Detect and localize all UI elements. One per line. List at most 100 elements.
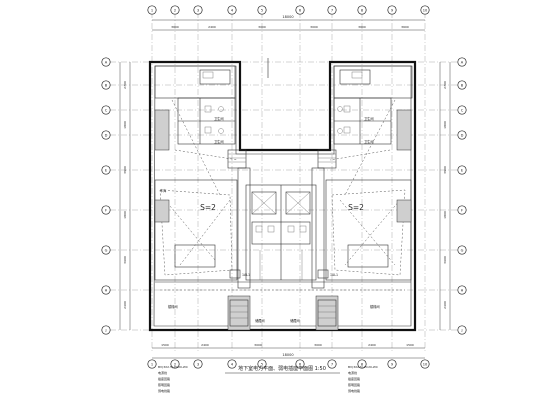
room-label-stair-right: 楼梯间 [370,304,380,309]
svg-text:D: D [105,133,108,137]
svg-text:G: G [105,248,108,252]
top-dim-seg-6: 3600 [401,25,409,29]
svg-text:H: H [105,288,108,292]
axis-bubble-left: F [101,205,111,215]
note-left-5: 弱电线路 [158,388,170,393]
axis-bubble-left: E [101,165,111,175]
right-dim-seg-1: 2700 [443,81,447,89]
svg-text:3: 3 [197,362,199,366]
svg-text:B: B [105,83,108,87]
note-right-2: 电源线 [348,370,357,375]
svg-text:6: 6 [299,362,302,366]
right-dim-seg-5: 3600 [443,256,447,264]
axis-bubble-left: G [101,245,111,255]
bottom-dim-seg-4: 3000 [314,343,322,347]
note-left-3: 插座回路 [158,376,170,381]
left-dim-seg-4: 1800 [123,211,127,219]
svg-text:9: 9 [391,8,394,12]
svg-text:10: 10 [423,362,428,366]
svg-text:B: B [461,83,464,87]
note-left-2: 电源线 [158,370,167,375]
right-dim-seg-6: 2400 [443,301,447,309]
right-dim-seg-3: 3900 [443,166,447,174]
right-dim-seg-4: 1800 [443,211,447,219]
axis-bubble-bottom: 9 [387,359,397,369]
axis-bubble-right: D [457,130,467,140]
axis-bubble-top: 1 [147,5,157,15]
bottom-dim-seg-3: 3000 [254,343,262,347]
entrance-steps [227,58,337,169]
bottom-dim-seg-5: 2400 [368,343,376,347]
svg-text:2: 2 [174,8,176,12]
axis-bubbles-right: A B C D E F G H J [457,57,467,335]
note-right-1: BV(3X2.5)-PC20-WC [348,365,378,369]
bottom-dimension-chain: 1500 2400 3000 3000 2400 1500 18000 [152,343,425,359]
axis-bubble-right: A [457,57,467,67]
svg-text:6: 6 [299,8,302,12]
room-label-wc-1: 卫生间 [214,116,224,121]
left-space-label: S=2 [200,203,216,212]
axis-bubble-right: G [457,245,467,255]
right-dim-seg-2: 1800 [443,121,447,129]
axis-bubble-top: 8 [357,5,367,15]
svg-text:10: 10 [423,8,428,12]
left-dim-seg-6: 2400 [123,301,127,309]
svg-text:C: C [461,108,464,112]
right-upper-unit: 卫生间 卫生间 [329,65,413,196]
svg-text:5: 5 [261,362,263,366]
svg-text:1: 1 [151,8,153,12]
axis-bubble-left: B [101,80,111,90]
room-label-storage-left: 储藏间 [255,318,265,323]
top-total-dimension: 18000 [282,15,293,19]
note-left-1: BV(3X2.5)-PC20-WC [158,365,188,369]
svg-text:J: J [460,328,462,332]
axis-bubble-left: D [101,130,111,140]
right-main-space: S=2 [325,179,412,281]
top-dim-seg-3: 3000 [258,25,266,29]
axis-bubbles-top: 1 2 3 4 5 6 7 8 9 10 [147,5,430,15]
axis-bubble-top: 10 [420,5,430,15]
axis-bubble-right: F [457,205,467,215]
notes-right: BV(3X2.5)-PC20-WC 电源线 插座回路 照明回路 弱电线路 [348,365,378,393]
axis-bubble-top: 7 [327,5,337,15]
svg-text:3: 3 [197,8,199,12]
top-dimension-chain: 18000 3600 2400 3000 3000 3600 3600 [152,15,425,31]
svg-text:G: G [461,248,464,252]
note-right-4: 照明回路 [348,382,360,387]
axis-bubble-bottom: 10 [420,359,430,369]
right-dimension-chain: 2700 1800 3900 1800 3600 2400 [439,62,451,330]
left-dim-seg-5: 3600 [123,256,127,264]
room-label-storage-right: 储藏间 [290,318,300,323]
svg-text:D: D [461,133,464,137]
bottom-dim-seg-1: 1500 [161,343,169,347]
drawing-title: 地下室电力平面、弱电插座平面图 1:50 [238,365,326,372]
axis-bubble-top: 6 [295,5,305,15]
bottom-dim-seg-6: 1500 [406,343,414,347]
axis-bubble-bottom: 6 [295,359,305,369]
axis-bubble-right: E [457,165,467,175]
svg-text:8: 8 [361,362,364,366]
panel-label-right: 1AL1 [330,273,338,277]
axis-bubble-top: 5 [257,5,267,15]
svg-text:2: 2 [174,362,176,366]
drawing-title-block: 地下室电力平面、弱电插座平面图 1:50 [225,365,340,374]
svg-text:A: A [461,60,464,64]
svg-text:5: 5 [261,8,263,12]
note-left-4: 照明回路 [158,382,170,387]
room-label-stair-left: 楼梯间 [168,304,178,309]
room-label-wc-4: 卫生间 [364,139,374,144]
svg-text:4: 4 [231,8,234,12]
room-label-wc-2: 卫生间 [214,139,224,144]
svg-text:A: A [105,60,108,64]
left-dim-seg-3: 3900 [123,166,127,174]
bottom-dim-seg-2: 2400 [201,343,209,347]
axis-bubble-top: 4 [227,5,237,15]
svg-text:1: 1 [151,362,153,366]
top-dim-seg-5: 3600 [358,25,366,29]
center-core [237,167,325,289]
left-dim-seg-1: 2700 [123,81,127,89]
axis-bubble-left: A [101,57,111,67]
svg-text:H: H [461,288,464,292]
